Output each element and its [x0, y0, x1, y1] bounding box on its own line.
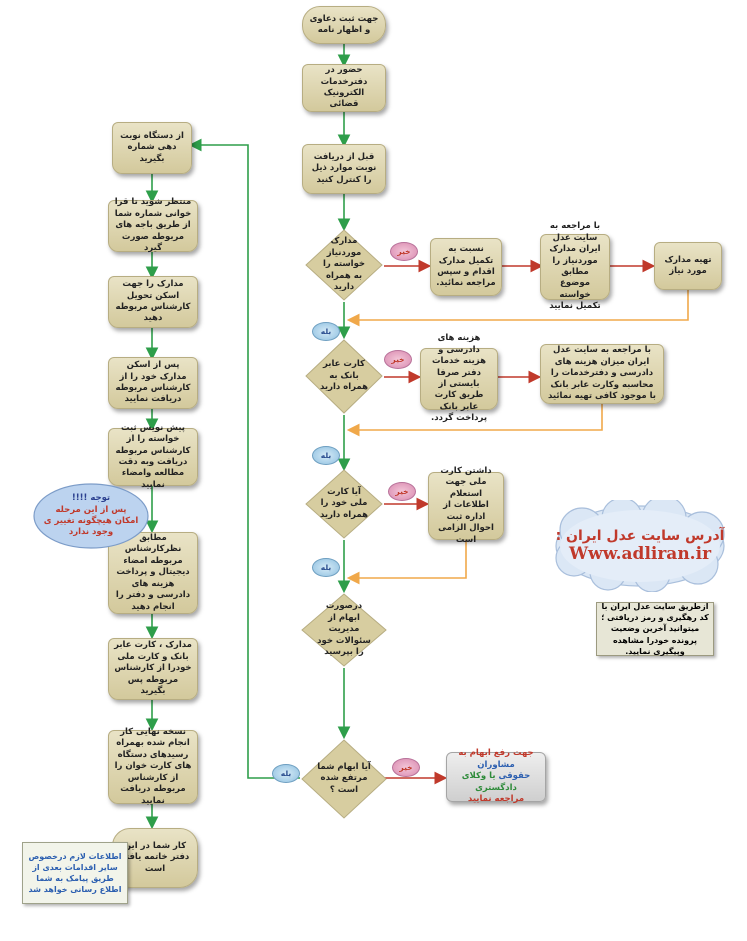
step-attend-office: حضور در دفترخدمات الکترونیک قضائی: [302, 64, 386, 112]
tracking-info: ازطریق سایت عدل ایران با کد رهگیری و رمز…: [596, 602, 714, 656]
no-flow-lines: [384, 259, 656, 785]
warning-cloud-shape: [33, 483, 149, 549]
yes-tag-2: بله: [312, 446, 340, 465]
yes-tag-3: بله: [312, 558, 340, 577]
start-node: جهت ثبت دعاوی و اظهار نامه: [302, 6, 386, 44]
step-take-number: از دستگاه نوبت دهی شماره بگیرید: [112, 122, 192, 174]
step-consult-lawyer: جهت رفع ابهام به مشاوران حقوقی یا وکلای …: [446, 748, 546, 805]
site-cloud-shape: [555, 500, 725, 592]
no-tag-4: خیر: [392, 758, 420, 777]
step-deliver-scan: مدارک را جهت اسکن تحویل کارشناس مربوطه د…: [108, 276, 198, 328]
yes-tag-1: بله: [312, 322, 340, 341]
decision-national-card-text: آیا کارت ملی خود را همراه دارید: [319, 486, 369, 520]
decision-ambiguity-resolved-text: آیا ابهام شما مرتفع شده است ؟: [317, 761, 371, 795]
decision-documents: مدارک موردنیاز خواسته را به همراه دارید: [304, 228, 384, 302]
consult-text-1: جهت رفع ابهام به: [458, 748, 534, 759]
consult-text-3: حقوقی: [498, 771, 531, 782]
step-pay-with-card: هزینه های دادرسی و هزینه خدمات دفتر صرفا…: [420, 333, 498, 423]
consult-text-4: یا وکلای دادگستری: [461, 771, 517, 793]
step-calculate-fees: با مراجعه به سایت عدل ایران میزان هزینه …: [540, 344, 664, 404]
step-wait-call: منتظر شوید تا قرا خوانی شماره شما از طری…: [108, 197, 198, 253]
main-flow-lines: [145, 44, 351, 830]
consult-text-5: مراجعه نمایید: [467, 794, 525, 805]
decision-ambiguity-resolved: آیا ابهام شما مرتفع شده است ؟: [300, 738, 388, 820]
step-prepare-documents: تهیه مدارک مورد نیاز: [654, 242, 722, 290]
step-check-before-ticket: قبل از دریافت نوبت موارد ذیل را کنترل کن…: [302, 144, 386, 194]
step-sign-draft: پیش نویس ثبت خواسته را از کارشناس مربوطه…: [108, 423, 198, 490]
step-take-back-cards: مدارک ، کارت عابر بانک و کارت ملی خودرا …: [108, 638, 198, 700]
decision-bank-card-text: کارت عابر بانک به همراه دارید: [319, 359, 369, 393]
decision-bank-card: کارت عابر بانک به همراه دارید: [304, 338, 384, 415]
step-receive-docs: پس از اسکن مدارک خود را از کارشناس مربوط…: [108, 357, 198, 409]
no-tag-2: خیر: [384, 350, 412, 369]
step-national-card-required: داشتن کارت ملی جهت استعلام اطلاعات از اد…: [428, 466, 504, 545]
decision-ask-questions: درصورت ابهام از مدیریت سئوالات خود را بپ…: [300, 592, 388, 668]
step-digital-sign-pay: مطابق نظرکارشناس مربوطه امضاء دیجیتال و …: [108, 532, 198, 614]
return-lines: [346, 290, 689, 585]
decision-documents-text: مدارک موردنیاز خواسته را به همراه دارید: [322, 236, 366, 293]
no-tag-1: خیر: [390, 242, 418, 261]
warning-title: توجه !!!!: [71, 493, 111, 504]
decision-national-card: آیا کارت ملی خود را همراه دارید: [304, 468, 384, 540]
end-node: کار شما در این دفتر خاتمه یافته است: [112, 828, 198, 888]
step-final-copy: نسخه نهایی کار انجام شده بهمراه رسیدهای …: [108, 727, 198, 806]
consult-text-2: مشاوران: [477, 759, 515, 770]
yes-tag-4: بله: [272, 764, 300, 783]
site-cloud: آدرس سایت عدل ایران : Www.adliran.ir: [552, 500, 728, 592]
sms-note: اطلاعات لازم درخصوص سایر اقدامات بعدی از…: [22, 842, 128, 904]
warning-cloud: توجه !!!! پس از این مرحله امکان هیچگونه …: [32, 482, 150, 550]
warning-body: پس از این مرحله امکان هیچگونه تغییر ی وج…: [43, 504, 139, 538]
decision-ask-questions-text: درصورت ابهام از مدیریت سئوالات خود را بپ…: [317, 601, 371, 658]
no-tag-3: خیر: [388, 482, 416, 501]
site-url[interactable]: Www.adliran.ir: [568, 544, 712, 564]
site-title: آدرس سایت عدل ایران :: [555, 528, 725, 544]
step-complete-documents: نسبت به تکمیل مدارک اقدام و سپس مراجعه ن…: [430, 238, 502, 296]
step-check-adliran-docs: با مراجعه به سایت عدل ایران مدارک موردنی…: [540, 221, 610, 311]
